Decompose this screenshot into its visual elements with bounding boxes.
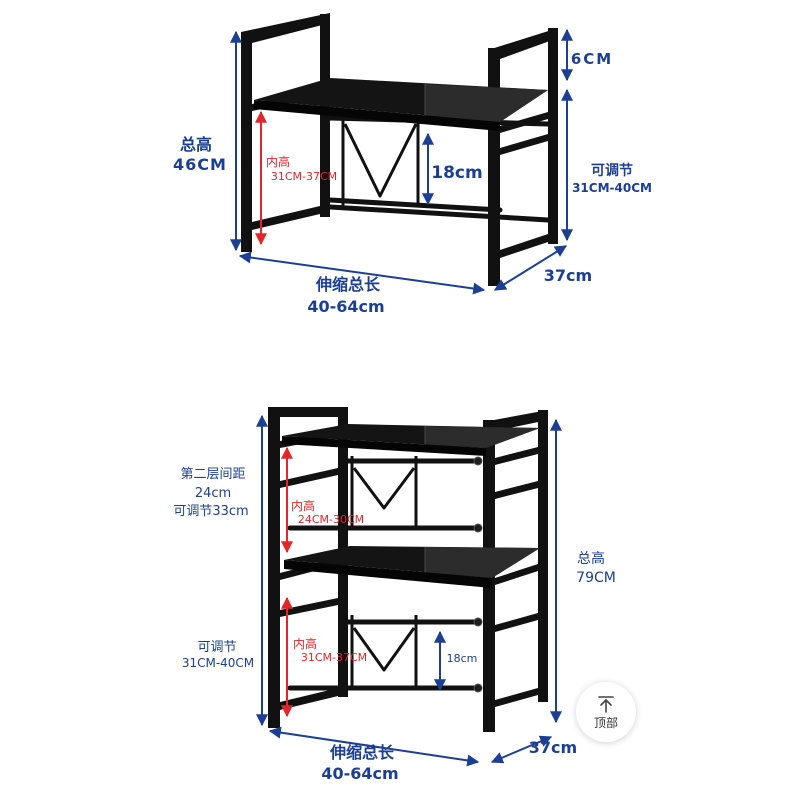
rack2-lower-inner-height-value: 31CM-37CM [301,651,367,664]
icon-arrow-head [600,698,612,706]
rack2-second-tier-label: 第二层间距 [180,467,245,482]
rack2-upper-rod-bottom-knob [473,523,483,533]
rack2-depth-line [490,735,553,764]
rack1-right-rail-2 [500,134,548,155]
rack2-upper-rod-top-knob [473,456,483,466]
rack2-second-tier-adjustable: 可调节33cm [173,504,248,519]
rack1-right-top-rail [488,28,558,59]
rack2-upper-inner-height-label: 内高 [291,498,315,513]
rack1-bottom-rod-2 [327,204,551,223]
rack1-depth-label: 37cm [544,266,592,285]
rack1-left-back-post [320,14,330,217]
rack1-length-line [238,251,486,295]
rack2-total-height-value: 79CM [576,570,616,586]
rack1-depth-line [493,245,568,291]
rack2-right-back-post [538,410,548,702]
rack1-bottom-rod-1 [327,197,503,213]
rack1-top-gap-label: 6CM [571,50,613,68]
rack2-length-line [268,726,480,767]
rack1-v-support [343,123,418,198]
rack2-upper-inner-height-value: 24CM-30CM [298,513,364,526]
rack1-adjustable-label: 可调节 [591,162,633,179]
rack1-right-front-post [488,48,500,286]
rack2-length-value: 40-64cm [321,764,398,783]
rack1-length-label: 伸缩总长 [315,275,381,294]
rack-double-tier: 第二层间距 24cm 可调节33cm 内高 24CM-30CM 总高 79CM … [173,407,616,783]
rack2-lower-rod-top-knob [473,617,483,627]
back-to-top-label: 顶部 [593,715,618,730]
arrow-up-to-top-icon [598,695,614,713]
rack2-right-rail-4 [495,613,538,632]
rack1-left-bottom-rail [252,206,320,230]
rack2-left-rail-4 [280,598,338,617]
rack2-right-top-rail [483,410,548,431]
rack2-upper-shelf-front-edge [282,436,486,456]
rack1-left-top-rail [241,13,330,43]
rack1-right-rail-1 [500,112,548,133]
rack1-support-height-label: 18cm [431,163,482,183]
rack2-lower-inner-height-label: 内高 [293,636,317,651]
rack1-left-front-post [241,32,252,252]
rack2-support-height-label: 18cm [447,652,478,665]
rack2-left-bottom-rail [280,688,338,710]
rack2-right-bottom-rail [495,688,538,707]
rack2-lower-rod-bottom-knob [473,683,483,693]
rack2-left-top-rail [268,407,348,417]
rack1-shelf-extension [425,84,548,122]
rack2-lower-shelf-extension [425,547,540,578]
rack2-right-rail-3 [495,564,538,585]
back-to-top-button[interactable]: 顶部 [576,682,636,742]
rack1-total-height-value: 46CM [173,155,227,174]
rack2-upper-v-support [352,467,416,510]
rack2-right-rail-1 [495,447,538,465]
rack2-left-rail-2 [280,468,338,488]
rack1-inner-height-value: 31CM-37CM [271,170,337,183]
rack2-lower-v-support [352,627,416,672]
rack2-second-tier-value: 24cm [195,486,231,501]
rack2-right-rail-2 [495,481,538,499]
rack2-lower-adjustable-value: 31CM-40CM [182,656,254,670]
rack2-length-label: 伸缩总长 [329,743,395,762]
rack2-lower-adjustable-label: 可调节 [197,640,236,655]
rack1-adjustable-value: 31CM-40CM [572,181,652,195]
rack2-left-front-post [268,410,280,728]
rack2-lower-shelf-front-edge [284,560,492,588]
rack1-shelf-front-edge [254,100,500,131]
rack1-inner-height-label: 内高 [266,154,290,169]
rack1-total-height-label: 总高 [180,135,212,154]
rack1-length-value: 40-64cm [307,297,384,316]
rack1-right-bottom-rail [500,234,548,258]
rack2-upper-shelf-extension [425,426,540,448]
rack-single-tier: 6CM 总高 46CM 内高 31CM-37CM 18cm 可调节 31CM-4… [173,13,652,316]
rack1-right-back-post [548,28,558,244]
rack2-depth-label: 37cm [529,738,577,757]
rack2-total-height-label: 总高 [577,550,605,567]
